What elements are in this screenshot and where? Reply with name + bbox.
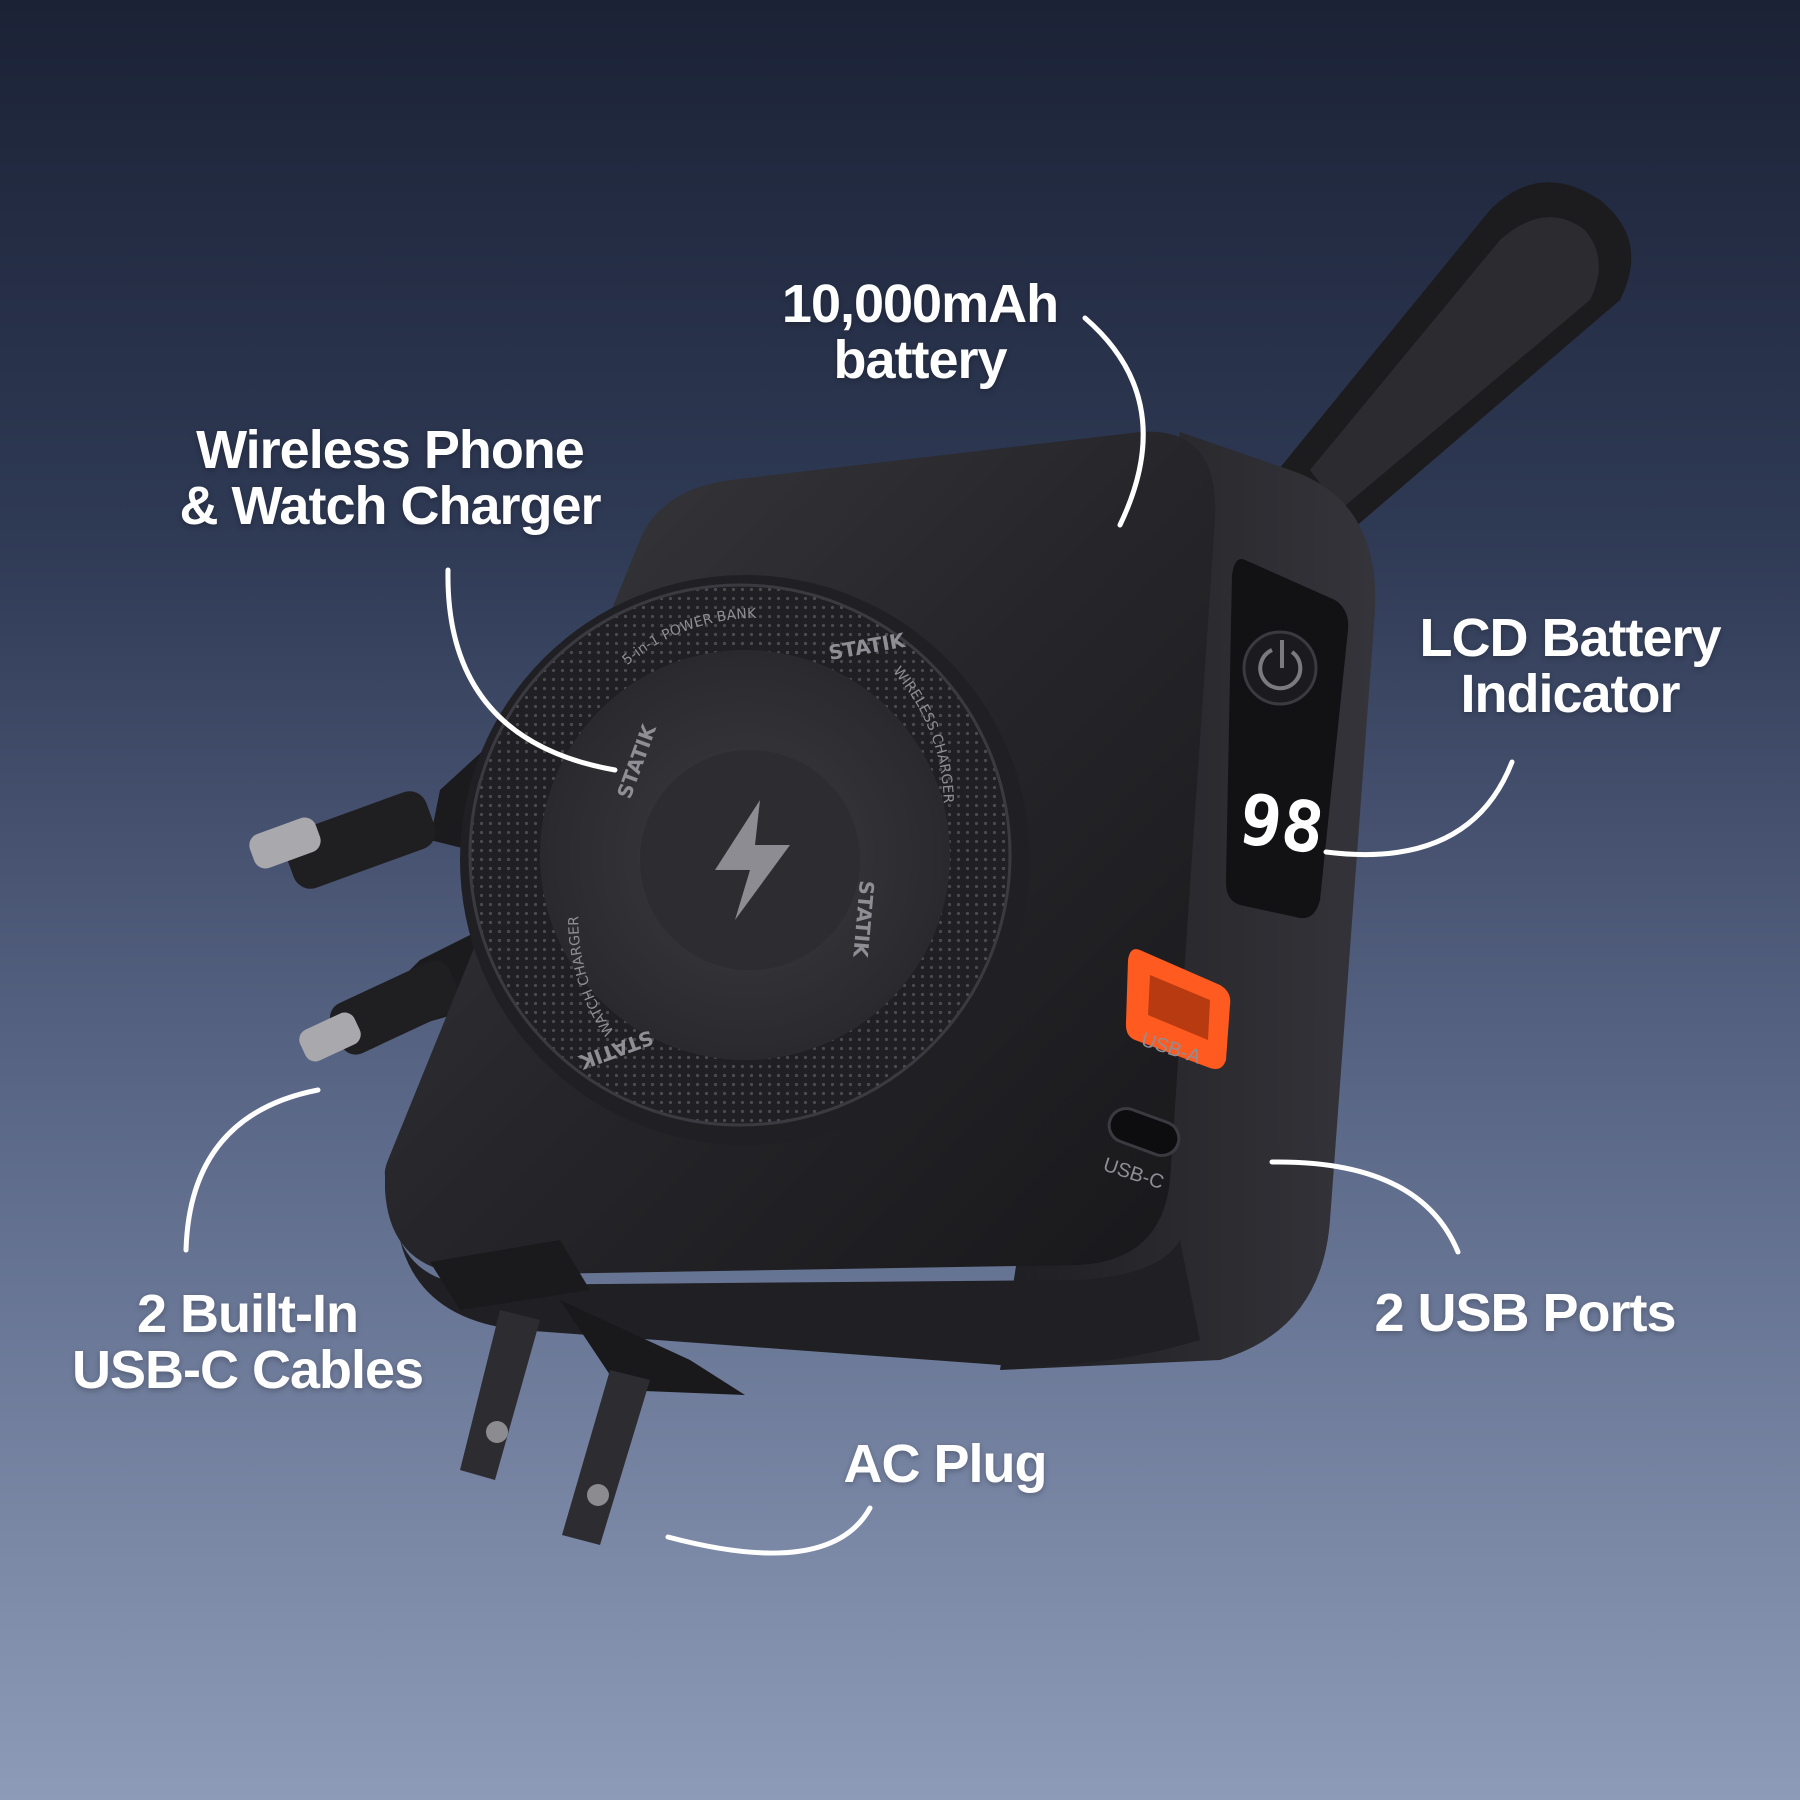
usb-c-port[interactable] <box>1104 1104 1183 1161</box>
wireless-callout: Wireless Phone & Watch Charger <box>160 422 620 534</box>
cables-callout: 2 Built-In USB-C Cables <box>55 1286 440 1398</box>
ac-callout-line-1: AC Plug <box>843 1434 1048 1494</box>
ac-leader-line <box>665 1505 873 1556</box>
battery-callout-line-2: battery <box>833 330 1007 390</box>
wireless-leader-line <box>445 567 618 773</box>
ac-plug <box>430 1240 745 1545</box>
lcd-callout: LCD Battery Indicator <box>1405 610 1735 722</box>
cables-callout-line-1: 2 Built-In <box>137 1284 359 1344</box>
wireless-callout-line-2: & Watch Charger <box>179 476 601 536</box>
power-button[interactable] <box>1242 630 1318 706</box>
cables-leader-line <box>183 1087 321 1253</box>
usb-callout-line-1: 2 USB Ports <box>1374 1283 1676 1343</box>
battery-leader-line <box>1082 315 1146 528</box>
usb-leader-line <box>1269 1159 1461 1255</box>
usb-a-port[interactable] <box>1125 949 1231 1069</box>
battery-callout: 10,000mAh battery <box>760 276 1080 388</box>
cables-callout-line-2: USB-C Cables <box>71 1340 424 1400</box>
lanyard-strap <box>1270 182 1632 540</box>
ac-callout: AC Plug <box>830 1436 1060 1492</box>
callout-leader-lines <box>183 315 1515 1556</box>
side-control-panel: 98 USB-A USB-C <box>1100 559 1349 1194</box>
battery-callout-line-1: 10,000mAh <box>781 274 1059 334</box>
lcd-leader-line <box>1323 759 1515 858</box>
power-icon <box>1258 648 1303 691</box>
lightning-bolt-icon <box>715 800 790 920</box>
usb-callout: 2 USB Ports <box>1360 1285 1690 1341</box>
lcd-callout-line-2: Indicator <box>1460 664 1680 724</box>
wireless-charging-pad <box>460 575 1030 1145</box>
lcd-callout-line-1: LCD Battery <box>1419 608 1721 668</box>
wireless-callout-line-1: Wireless Phone <box>196 420 585 480</box>
battery-level-display: 98 <box>1234 778 1329 871</box>
